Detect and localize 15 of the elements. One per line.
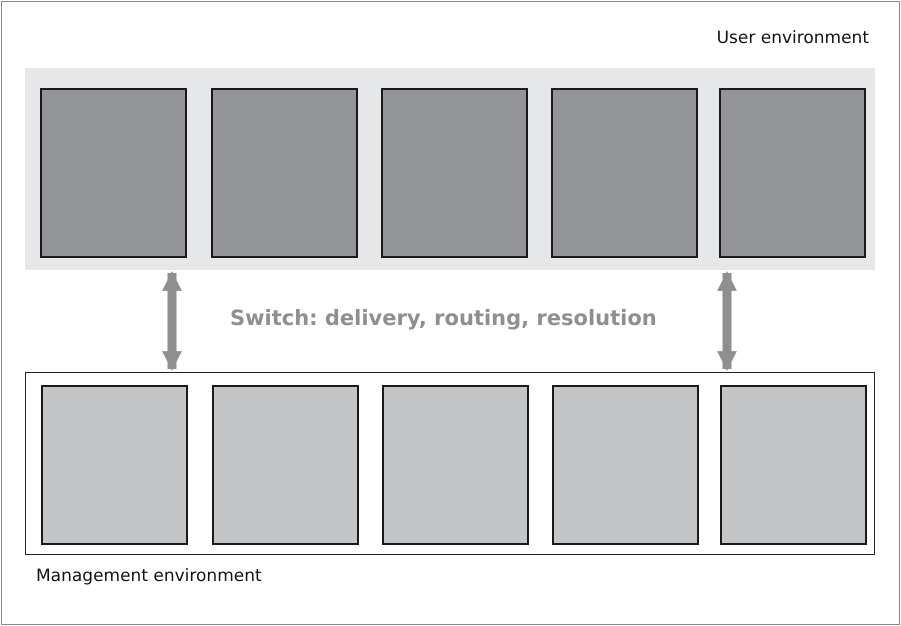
square-box <box>212 385 359 545</box>
square-box <box>720 385 867 545</box>
square-box <box>40 88 187 258</box>
section-heading: User environment <box>716 28 869 48</box>
section-heading: Management environment <box>36 566 262 586</box>
square-box <box>211 88 358 258</box>
switch-label: Switch: delivery, routing, resolution <box>230 306 657 330</box>
square-box <box>552 385 699 545</box>
square-box <box>381 88 528 258</box>
square-box <box>41 385 188 545</box>
square-box <box>719 88 866 258</box>
double-arrow <box>162 271 182 371</box>
double-arrow <box>717 271 737 371</box>
square-box <box>551 88 698 258</box>
square-box <box>382 385 529 545</box>
